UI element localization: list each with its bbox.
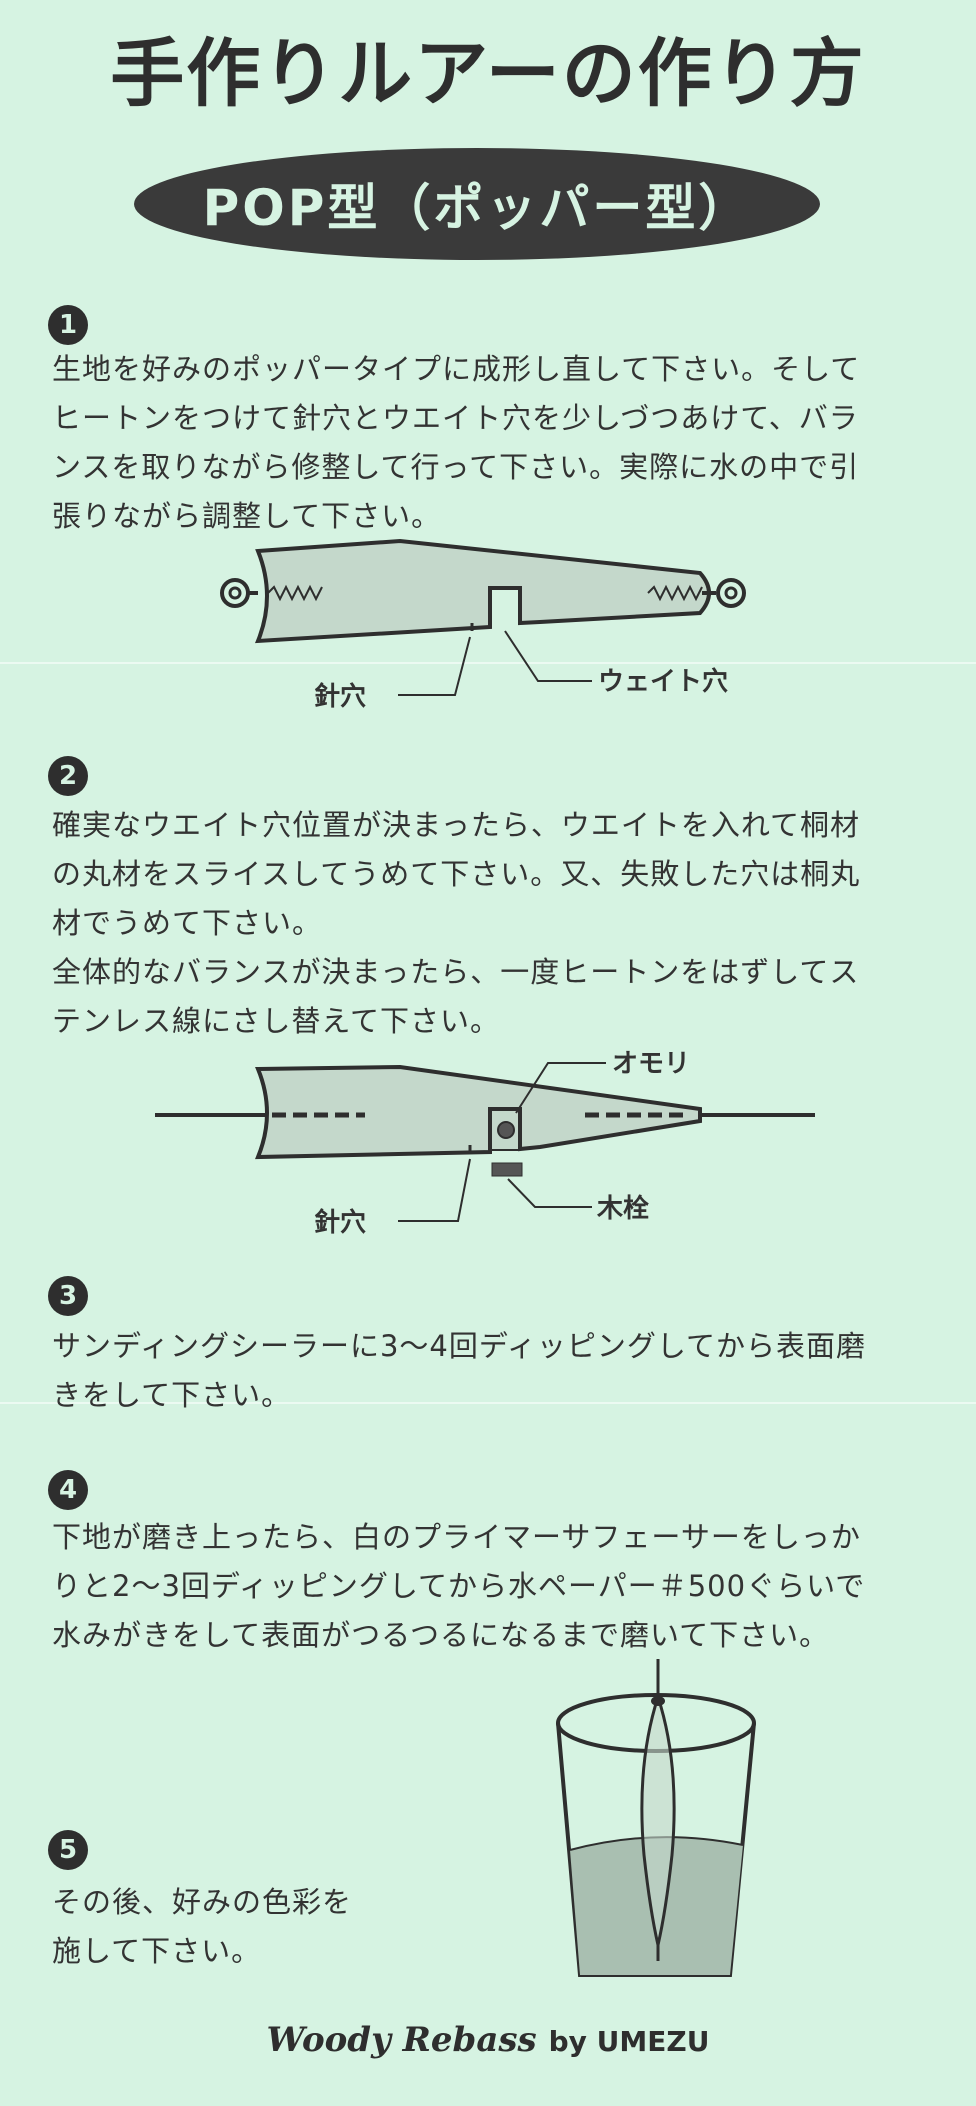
screw-eye-ring-left [220,578,250,608]
step-1-text: 生地を好みのポッパータイプに成形し直して下さい。そして ヒートンをつけて針穴とウ… [52,345,932,541]
text-line: テンレス線にさし替えて下さい。 [52,1004,500,1038]
brand-by: by UMEZU [548,2025,710,2058]
label-hook-hole: 針穴 [314,681,366,712]
screw-eye-ring-right [716,578,746,608]
text-line: 確実なウエイト穴位置が決まったら、ウエイトを入れて桐材 [52,808,860,842]
step-5-text: その後、好みの色彩を 施して下さい。 [52,1878,392,1976]
text-line: 全体的なバランスが決まったら、一度ヒートンをはずしてス [52,955,860,989]
lure-nose [651,1696,665,1706]
leader-line-hole [398,1158,471,1222]
step-2-text: 確実なウエイト穴位置が決まったら、ウエイトを入れて桐材 の丸材をスライスしてうめ… [52,801,932,1046]
screw-eye-inner-left [228,586,242,600]
dipping-glass-illustration [556,1659,756,1977]
popper-weight-diagram: オモリ 針穴 木栓 [155,1049,815,1238]
text-line: 張りながら調整して下さい。 [52,499,442,533]
paper-fold [0,1402,976,1404]
text-line: りと2〜3回ディッピングしてから水ペーパー＃500ぐらいで [52,1569,866,1603]
step-4-number: 4 [48,1470,88,1510]
leader-line-hole [398,636,471,696]
step-5-number: 5 [48,1830,88,1870]
weight-sinker [497,1121,515,1139]
wood-plug [491,1162,523,1177]
text-line: ヒートンをつけて針穴とウエイト穴を少しづつあけて、バラ [52,401,859,435]
step-4-text: 下地が磨き上ったら、白のプライマーサフェーサーをしっか りと2〜3回ディッピング… [52,1513,932,1660]
screw-eye-thread-right [647,584,703,602]
lure-body-shape [254,538,711,644]
label-weight: オモリ [612,1049,690,1079]
page-title: 手作りルアーの作り方 [110,31,866,117]
text-line: 材でうめて下さい。 [52,906,323,940]
label-weight-hole: ウェイト穴 [598,667,728,697]
brand-logo: Woody Rebass [266,2020,537,2060]
text-line: きをして下さい。 [52,1378,292,1412]
text-line: その後、好みの色彩を [52,1885,353,1919]
lure-in-glass [640,1692,676,1946]
step-1-number: 1 [48,305,88,345]
leader-line-weight-hole [504,630,592,682]
text-line: サンディングシーラーに3〜4回ディッピングしてから表面磨 [52,1329,866,1363]
screw-eye-thread-left [267,584,323,602]
text-line: の丸材をスライスしてうめて下さい。又、失敗した穴は桐丸 [52,857,861,891]
step-3-text: サンディングシーラーに3〜4回ディッピングしてから表面磨 きをして下さい。 [52,1322,932,1420]
label-wood-plug: 木栓 [596,1194,649,1224]
step-2-number: 2 [48,756,88,796]
subtitle-banner: POP型（ポッパー型） [134,148,820,260]
text-line: ンスを取りながら修整して行って下さい。実際に水の中で引 [52,450,860,484]
leader-line-plug [507,1178,592,1208]
step-3-number: 3 [48,1276,88,1316]
text-line: 生地を好みのポッパータイプに成形し直して下さい。そして [52,352,861,386]
brand-footer: Woody Rebass by UMEZU [0,2020,976,2060]
leader-line-weight [515,1062,606,1114]
popper-drilling-diagram: 針穴 ウェイト穴 [220,538,746,712]
lure-body-shape [254,1064,702,1160]
paper-fold [0,662,976,664]
text-line: 下地が磨き上ったら、白のプライマーサフェーサーをしっか [52,1520,861,1554]
text-line: 水みがきをして表面がつるつるになるまで磨いて下さい。 [52,1618,830,1652]
label-hook-hole: 針穴 [314,1207,366,1238]
screw-eye-inner-right [724,586,738,600]
text-line: 施して下さい。 [52,1934,262,1968]
subtitle-text: POP型（ポッパー型） [202,179,752,237]
